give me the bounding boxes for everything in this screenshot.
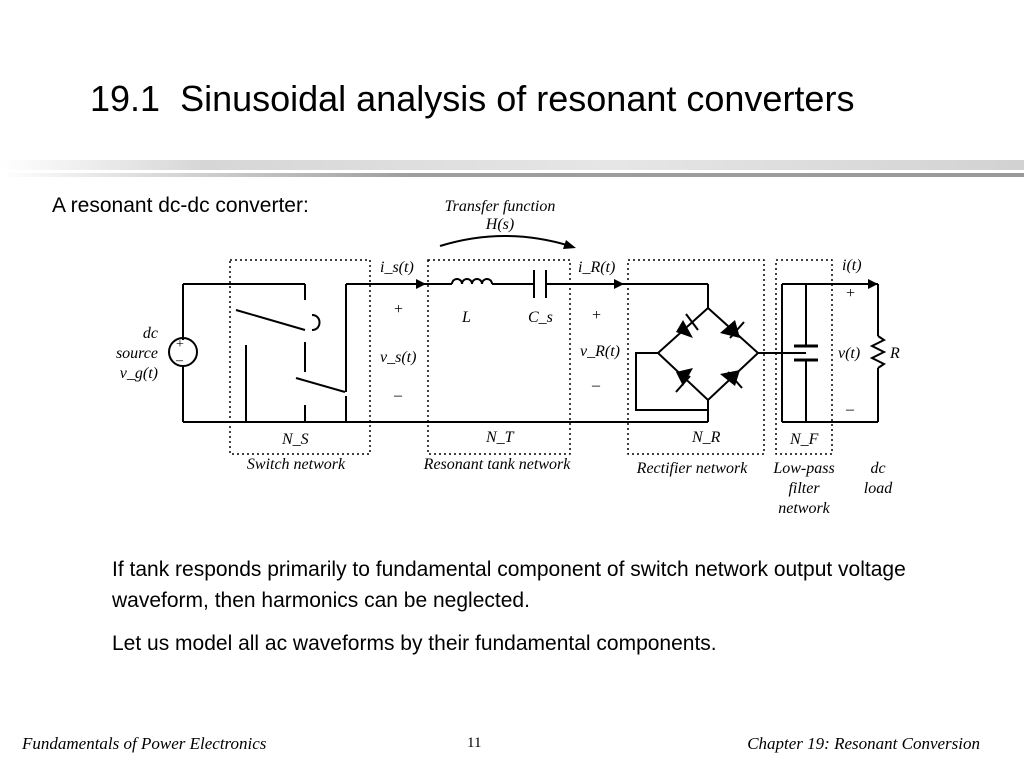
i-arrow — [868, 279, 878, 289]
title-rule-top — [0, 160, 1024, 170]
nt-label: N_T — [485, 429, 515, 446]
ir-arrow — [614, 279, 624, 289]
inductor-L — [451, 278, 493, 285]
footer-chapter: Chapter 19: Resonant Conversion — [747, 734, 980, 753]
load-label-2: load — [864, 480, 893, 497]
vr-minus: – — [591, 377, 601, 394]
rectifier-network-label: Rectifier network — [636, 460, 749, 477]
resonant-converter-diagram: + – Transfer function H(s) i_s(t) i_R(t)… — [116, 198, 900, 517]
footer-book-title: Fundamentals of Power Electronics — [22, 734, 267, 753]
switch-network-box — [229, 259, 371, 455]
source-minus: – — [175, 353, 184, 368]
footer-page-number: 11 — [467, 735, 482, 751]
filter-label-2: filter — [788, 480, 820, 497]
transfer-function-Hs: H(s) — [485, 216, 514, 233]
vs-minus: – — [393, 387, 403, 404]
is-label: i_s(t) — [380, 259, 414, 276]
ir-label: i_R(t) — [578, 259, 615, 276]
switch-top — [235, 309, 306, 331]
vr-plus: + — [592, 307, 601, 324]
source-label-source: source — [116, 345, 158, 362]
tank-network-label: Resonant tank network — [423, 456, 572, 473]
i-label: i(t) — [842, 257, 862, 274]
v-plus: + — [846, 285, 855, 302]
transfer-function-arc — [439, 235, 571, 247]
filter-label-3: network — [778, 500, 830, 517]
vs-plus: + — [394, 301, 403, 318]
arrowheads — [416, 240, 878, 289]
v-minus: – — [845, 401, 855, 418]
subheading: A resonant dc-dc converter: — [52, 194, 309, 217]
tank-network-box — [427, 259, 571, 455]
switch-network-label: Switch network — [247, 456, 346, 473]
is-arrow — [416, 279, 426, 289]
title-rule-bottom — [0, 173, 1024, 177]
source-plus: + — [176, 337, 184, 352]
rectifier-network-box — [627, 259, 765, 455]
v-label: v(t) — [838, 345, 860, 362]
transfer-function-label: Transfer function — [445, 198, 556, 215]
body-paragraph-1: If tank responds primarily to fundamenta… — [112, 558, 906, 612]
load-label-1: dc — [870, 460, 885, 477]
source-label-dc: dc — [143, 325, 158, 342]
nf-label: N_F — [789, 431, 819, 448]
filter-network-box — [775, 259, 833, 455]
filter-label-1: Low-pass — [772, 460, 834, 477]
block-outlines — [229, 259, 833, 455]
vr-label: v_R(t) — [580, 343, 620, 360]
nr-label: N_R — [691, 429, 721, 446]
resistor-label: R — [889, 345, 900, 362]
inductor-label: L — [461, 309, 471, 326]
vs-label: v_s(t) — [380, 349, 416, 366]
switch-bottom — [295, 377, 346, 393]
transfer-arrow — [563, 240, 576, 249]
ns-label: N_S — [281, 431, 309, 448]
capacitor-label: C_s — [528, 309, 553, 326]
body-paragraph-2: Let us model all ac waveforms by their f… — [112, 632, 717, 655]
load-resistor-R — [869, 335, 887, 369]
source-label-vg: v_g(t) — [120, 365, 158, 382]
slide-title: 19.1 Sinusoidal analysis of resonant con… — [90, 78, 855, 119]
